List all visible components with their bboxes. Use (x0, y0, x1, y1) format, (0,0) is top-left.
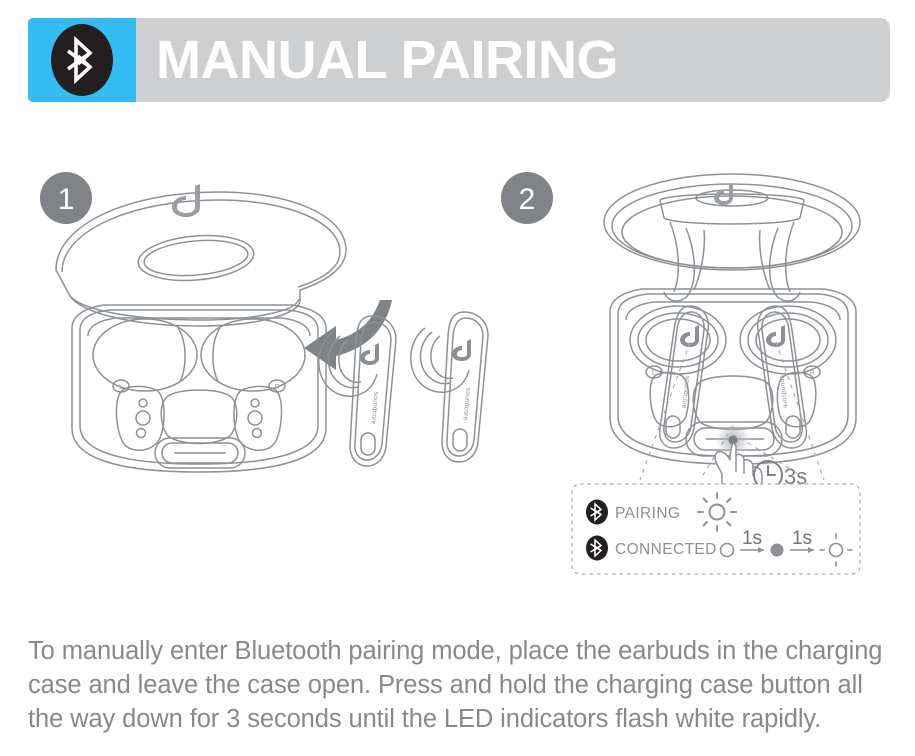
bluetooth-icon (585, 534, 609, 562)
earbud-brand-text: soundcore (680, 375, 691, 409)
legend-label-connected: CONNECTED (615, 541, 717, 558)
sequence-duration-2: 1s (792, 528, 812, 549)
case-mark-left: L (119, 384, 123, 391)
led-legend-box: PAIRING CONNECTED (571, 483, 861, 575)
legend-row-pairing: PAIRING (585, 492, 737, 532)
led-flash-icon (819, 533, 853, 567)
step-badge-2: 2 (501, 172, 553, 224)
bluetooth-badge (28, 18, 136, 102)
press-point (728, 435, 738, 445)
bluetooth-icon (46, 23, 118, 97)
earbud-seated-right (756, 305, 808, 449)
instruction-paragraph: To manually enter Bluetooth pairing mode… (28, 636, 883, 733)
led-off-icon (719, 542, 735, 558)
earbud-seated-left (658, 305, 710, 449)
sequence-duration-1: 1s (742, 528, 762, 549)
leader-lines (639, 341, 825, 481)
header-bar (28, 18, 890, 102)
legend-row-connected: CONNECTED 1s 1s (585, 528, 853, 567)
soundcore-mark (680, 325, 699, 347)
earbud-brand-text: soundcore (462, 387, 472, 421)
flashing-light-icon (697, 492, 737, 532)
step-2-illustration: L R soundcore soundcore (501, 172, 861, 513)
case-mark-left: L (652, 370, 656, 377)
instruction-diagram: L R soundcore soundcore (40, 172, 861, 575)
earbud-brand-text: soundcore (778, 375, 789, 409)
curved-arrow-icon (304, 300, 392, 370)
legend-label-pairing: PAIRING (615, 505, 680, 522)
earbud-right (410, 311, 489, 463)
step-number: 1 (58, 183, 75, 216)
sequence-arrow-1: 1s (740, 528, 764, 553)
step-1-illustration: L R soundcore soundcore (40, 172, 489, 473)
step-number: 2 (519, 183, 536, 216)
soundcore-mark (452, 339, 471, 361)
charging-case-open (71, 304, 327, 473)
page-title: MANUAL PAIRING (156, 30, 619, 90)
sequence-arrow-2: 1s (790, 528, 814, 553)
earbud-brand-text: soundcore (370, 391, 380, 425)
step-badge-1: 1 (40, 172, 92, 224)
led-on-icon (770, 543, 784, 557)
hold-duration-label: 3s (784, 464, 807, 489)
illustration-area: L R soundcore soundcore (0, 150, 915, 590)
soundcore-logo-lid (172, 184, 200, 217)
soundcore-mark (766, 325, 785, 347)
earbud-left (318, 315, 397, 467)
case-mark-right: R (809, 370, 814, 377)
case-mark-right: R (274, 384, 279, 391)
bluetooth-icon (585, 498, 609, 526)
soundcore-mark (360, 343, 379, 365)
page-header: MANUAL PAIRING (28, 18, 890, 102)
soundcore-logo-lid (714, 183, 733, 205)
